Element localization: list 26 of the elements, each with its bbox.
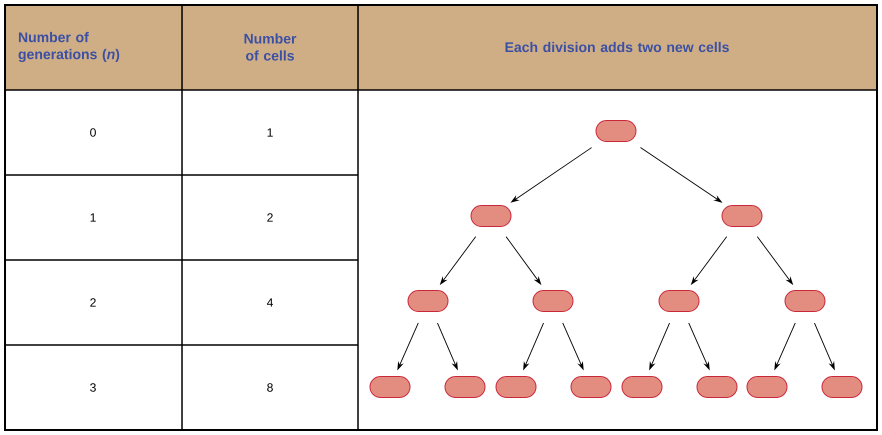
- cell-drawing: [784, 290, 826, 312]
- cell-drawing: [370, 376, 410, 398]
- table-cell-value: 0: [90, 128, 96, 137]
- cell-drawing: [822, 376, 862, 398]
- table-cell-value: 1: [90, 213, 96, 222]
- cell-drawing: [658, 290, 700, 312]
- cell-drawing: [532, 290, 574, 312]
- table-cell-value: 2: [267, 213, 273, 222]
- table-cell-value: 4: [266, 298, 273, 307]
- cell-drawing: [408, 290, 448, 312]
- cell-drawing: [570, 376, 612, 398]
- table-cell-value: 2: [90, 298, 96, 307]
- cell-drawing: [444, 376, 486, 398]
- cell-drawing: [596, 120, 636, 142]
- table-cell-value: 3: [90, 383, 96, 392]
- cell-drawing: [696, 376, 738, 398]
- table-cell-value: 8: [267, 383, 273, 392]
- cell-drawing: [622, 376, 662, 398]
- cell-drawing: [470, 205, 512, 227]
- cell-drawing: [722, 205, 762, 227]
- cell-drawing: [746, 376, 788, 398]
- table-cell-value: 1: [268, 128, 273, 137]
- column-header: Each division adds two new cells: [506, 42, 729, 52]
- cell-drawing: [496, 376, 536, 398]
- column-header: Number of cells: [244, 33, 296, 61]
- column-header: Number of generations (n): [18, 32, 120, 62]
